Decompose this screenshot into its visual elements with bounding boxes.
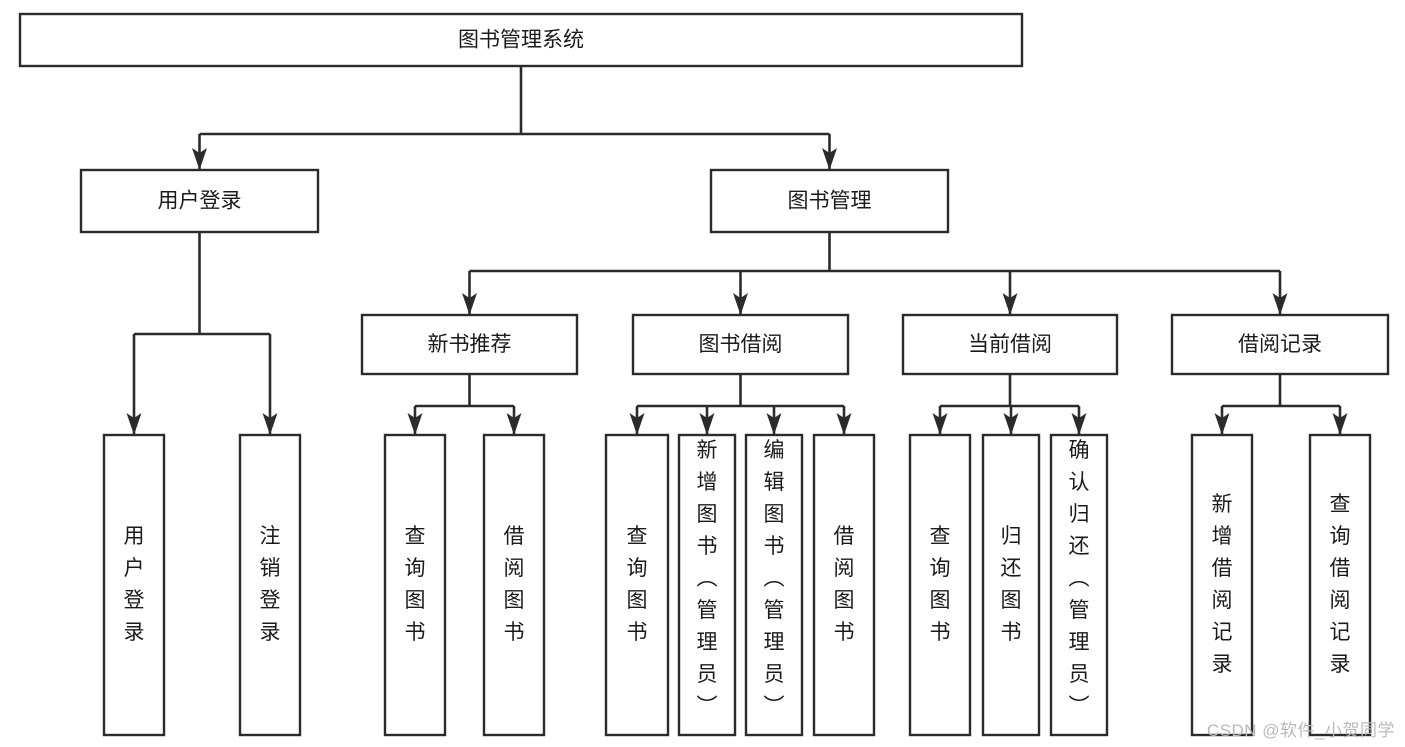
- node-box[interactable]: [709, 168, 950, 234]
- node-box[interactable]: [102, 433, 166, 737]
- node-box[interactable]: [981, 433, 1041, 737]
- node-leaf-编辑图书管理员[interactable]: 编辑图书︵管理员︶: [744, 433, 804, 737]
- node-box[interactable]: [1190, 433, 1254, 737]
- arrow-head-icon: [1214, 413, 1230, 435]
- arrow-head-icon: [1002, 293, 1018, 315]
- node-label: 图书借阅: [699, 333, 783, 356]
- node-leaf-用户登录[interactable]: 用户登录: [102, 433, 166, 737]
- node-box[interactable]: [631, 313, 850, 376]
- node-label: 确认归还︵管理员︶: [1069, 439, 1090, 718]
- node-box[interactable]: [812, 433, 876, 737]
- node-label: 用户登录: [124, 525, 145, 644]
- arrow-head-icon: [766, 413, 782, 435]
- node-label: 借阅记录: [1238, 333, 1322, 356]
- node-label: 借阅图书: [504, 525, 525, 644]
- node-label: 图书管理系统: [458, 29, 584, 52]
- node-label: 查询借阅记录: [1330, 493, 1351, 676]
- node-box[interactable]: [1170, 313, 1390, 376]
- node-label: 新书推荐: [428, 333, 512, 356]
- arrow-head-icon: [733, 293, 748, 315]
- node-box[interactable]: [1308, 433, 1372, 737]
- node-label: 查询图书: [405, 525, 426, 644]
- node-l3-当前借阅[interactable]: 当前借阅: [901, 313, 1119, 376]
- arrow-head-icon: [932, 413, 948, 435]
- node-layer: 图书管理系统用户登录图书管理新书推荐图书借阅当前借阅借阅记录用户登录注销登录查询…: [18, 12, 1390, 737]
- node-l3-图书借阅[interactable]: 图书借阅: [631, 313, 850, 376]
- node-box[interactable]: [383, 433, 447, 737]
- connector-layer: [126, 66, 1348, 435]
- node-label: 编辑图书︵管理员︶: [764, 439, 785, 718]
- watermark-label: CSDN @软件_小贺同学: [1206, 721, 1395, 740]
- node-l2-图书管理[interactable]: 图书管理: [709, 168, 950, 234]
- node-leaf-确认归还管理员[interactable]: 确认归还︵管理员︶: [1049, 433, 1109, 737]
- arrow-head-icon: [192, 148, 207, 170]
- arrow-head-icon: [506, 413, 522, 435]
- node-label: 查询图书: [930, 525, 951, 644]
- node-box[interactable]: [18, 12, 1024, 68]
- node-leaf-新增图书管理员[interactable]: 新增图书︵管理员︶: [677, 433, 737, 737]
- node-box[interactable]: [901, 313, 1119, 376]
- arrow-head-icon: [629, 413, 645, 435]
- node-box[interactable]: [482, 433, 546, 737]
- node-box[interactable]: [744, 433, 804, 737]
- node-leaf-查询图书[interactable]: 查询图书: [908, 433, 972, 737]
- node-l2-用户登录[interactable]: 用户登录: [79, 168, 320, 234]
- node-leaf-查询借阅记录[interactable]: 查询借阅记录: [1308, 433, 1372, 737]
- arrow-head-icon: [1071, 413, 1087, 435]
- arrow-head-icon: [462, 293, 477, 315]
- node-box[interactable]: [604, 433, 670, 737]
- node-label: 图书管理: [788, 190, 872, 213]
- arrow-head-icon: [822, 148, 837, 170]
- node-box[interactable]: [360, 313, 579, 376]
- node-box[interactable]: [238, 433, 302, 737]
- node-leaf-借阅图书[interactable]: 借阅图书: [482, 433, 546, 737]
- node-label: 查询图书: [627, 525, 648, 644]
- node-leaf-注销登录[interactable]: 注销登录: [238, 433, 302, 737]
- arrow-head-icon: [1003, 413, 1019, 435]
- node-leaf-借阅图书[interactable]: 借阅图书: [812, 433, 876, 737]
- arrow-head-icon: [126, 413, 142, 435]
- arrow-head-icon: [1272, 293, 1288, 315]
- node-leaf-归还图书[interactable]: 归还图书: [981, 433, 1041, 737]
- node-label: 注销登录: [260, 525, 281, 644]
- node-leaf-查询图书[interactable]: 查询图书: [383, 433, 447, 737]
- node-l3-借阅记录[interactable]: 借阅记录: [1170, 313, 1390, 376]
- node-label: 借阅图书: [834, 525, 855, 644]
- arrow-head-icon: [836, 413, 852, 435]
- arrow-head-icon: [699, 413, 715, 435]
- node-box[interactable]: [79, 168, 320, 234]
- arrow-head-icon: [1332, 413, 1348, 435]
- node-label: 新增图书︵管理员︶: [697, 439, 718, 718]
- node-leaf-新增借阅记录[interactable]: 新增借阅记录: [1190, 433, 1254, 737]
- node-root-图书管理系统[interactable]: 图书管理系统: [18, 12, 1024, 68]
- node-label: 新增借阅记录: [1212, 493, 1233, 676]
- node-leaf-查询图书[interactable]: 查询图书: [604, 433, 670, 737]
- node-label: 当前借阅: [968, 333, 1052, 356]
- node-box[interactable]: [677, 433, 737, 737]
- node-box[interactable]: [908, 433, 972, 737]
- arrow-head-icon: [262, 413, 278, 435]
- node-l3-新书推荐[interactable]: 新书推荐: [360, 313, 579, 376]
- arrow-head-icon: [407, 413, 423, 435]
- node-label: 归还图书: [1001, 525, 1022, 644]
- node-label: 用户登录: [158, 190, 242, 213]
- node-box[interactable]: [1049, 433, 1109, 737]
